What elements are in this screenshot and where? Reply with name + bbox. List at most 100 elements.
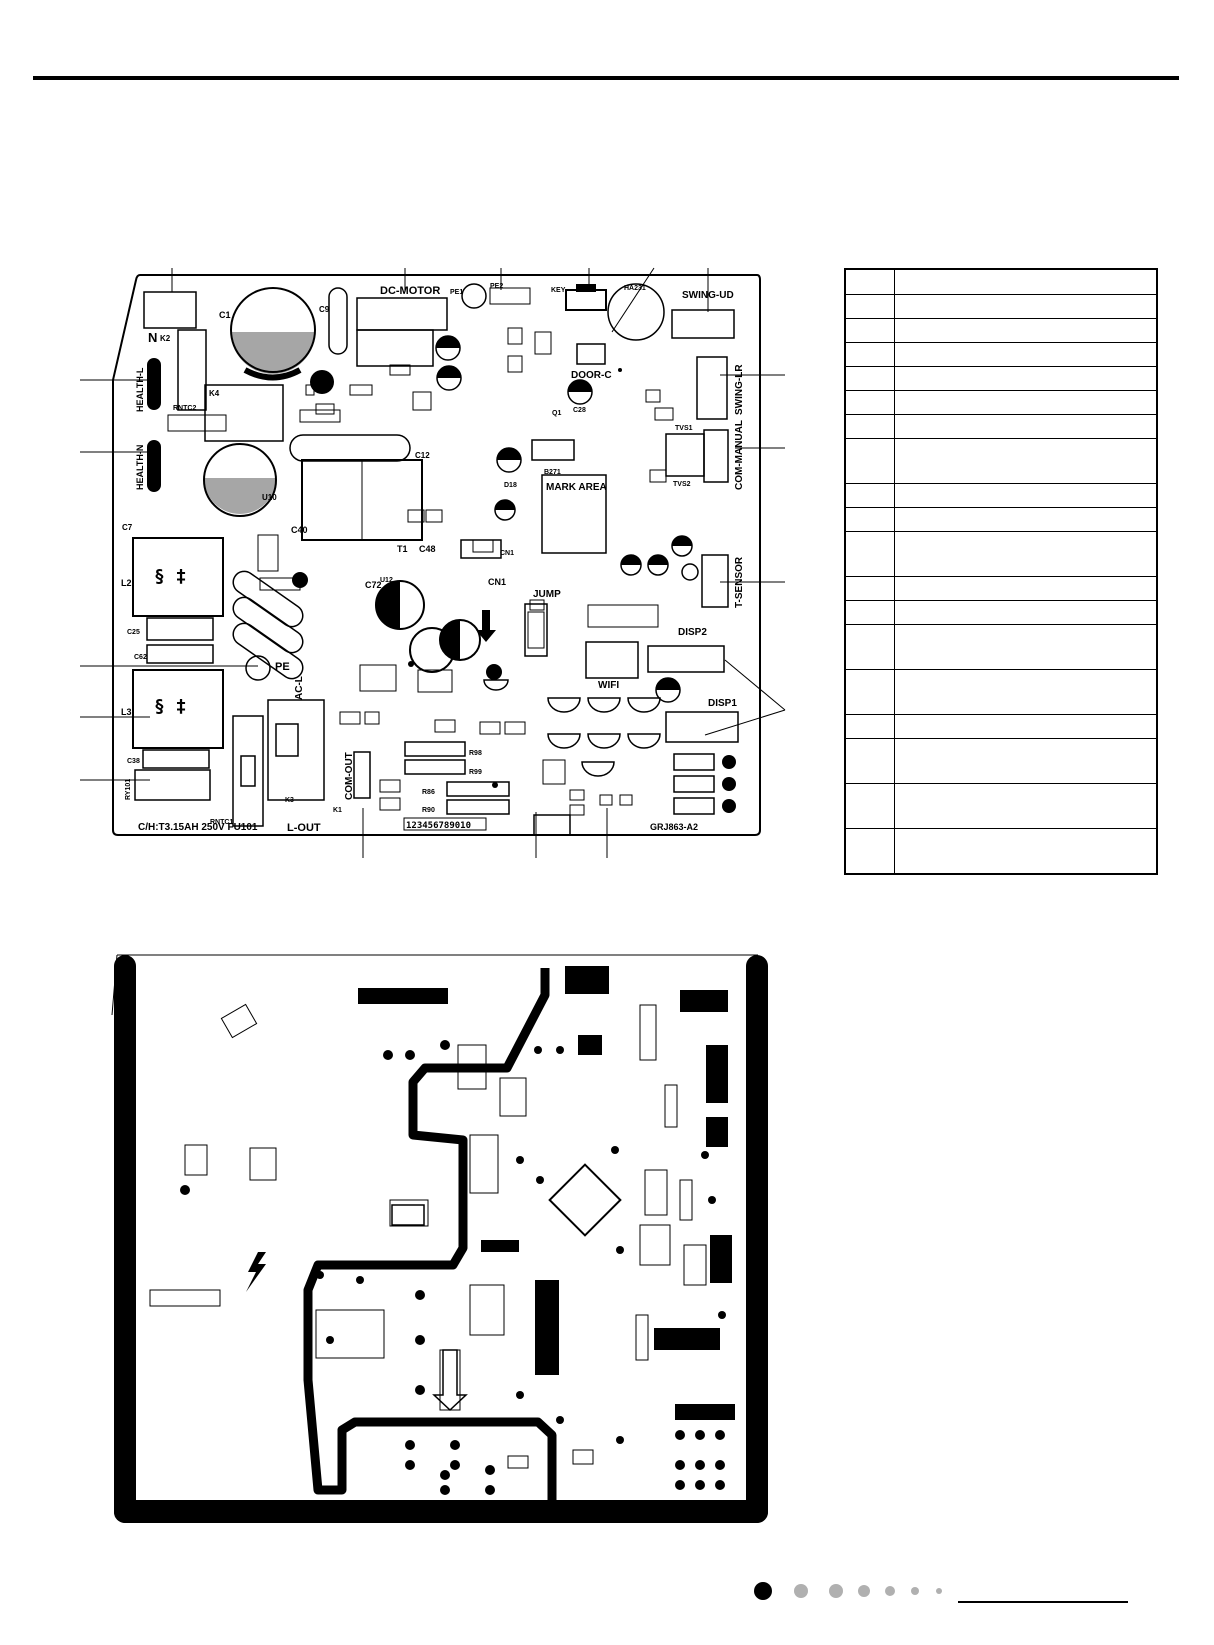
svg-text:L2: L2 <box>121 578 132 588</box>
svg-text:U12: U12 <box>380 577 393 584</box>
label-com-out: COM-OUT <box>344 752 355 800</box>
svg-text:C40: C40 <box>291 525 308 535</box>
footer-rule <box>958 1601 1128 1603</box>
label-digit-strip: 123456789010 <box>406 821 471 831</box>
label-model: GRJ863-A2 <box>650 822 698 832</box>
legend-row <box>844 600 1158 625</box>
label-disp2: DISP2 <box>678 627 707 638</box>
legend-row <box>844 483 1158 508</box>
svg-text:C72: C72 <box>365 580 382 590</box>
svg-text:R90: R90 <box>422 807 435 814</box>
svg-text:R98: R98 <box>469 750 482 757</box>
legend-number-cell <box>844 483 895 508</box>
svg-text:C1: C1 <box>219 310 231 320</box>
board-outline <box>112 274 761 836</box>
legend-description-cell <box>894 268 1158 295</box>
smd-rows <box>149 1003 707 1469</box>
page-dot <box>794 1584 808 1598</box>
legend-description-cell <box>894 294 1158 319</box>
legend-row <box>844 624 1158 670</box>
legend-row <box>844 669 1158 715</box>
page-dot <box>829 1584 843 1598</box>
label-n: N <box>148 330 157 345</box>
svg-text:RNTC2: RNTC2 <box>173 405 196 412</box>
pcb-top-view: N K2 C1 C9 DC-MOTOR PE1 PE2 KEY HA231 SW… <box>80 267 786 858</box>
legend-table <box>844 268 1158 875</box>
legend-number-cell <box>844 318 895 343</box>
svg-text:L3: L3 <box>121 707 132 717</box>
legend-number-cell <box>844 714 895 739</box>
legend-row <box>844 268 1158 295</box>
legend-row <box>844 366 1158 391</box>
legend-description-cell <box>894 414 1158 439</box>
legend-description-cell <box>894 318 1158 343</box>
label-dc-motor: DC-MOTOR <box>380 285 440 297</box>
legend-row <box>844 531 1158 577</box>
svg-text:RNTC1: RNTC1 <box>210 819 233 826</box>
legend-row <box>844 576 1158 601</box>
svg-text:B271: B271 <box>544 469 561 476</box>
svg-text:Q1: Q1 <box>552 410 561 417</box>
svg-text:PE2: PE2 <box>490 283 503 290</box>
label-swing-lr: SWING-LR <box>734 364 745 415</box>
svg-text:TVS2: TVS2 <box>673 481 691 488</box>
page-dot <box>911 1587 919 1595</box>
svg-text:K1: K1 <box>333 807 342 814</box>
legend-row <box>844 318 1158 343</box>
label-door-c: DOOR-C <box>571 370 612 381</box>
svg-text:§ ‡: § ‡ <box>154 696 187 717</box>
legend-description-cell <box>894 600 1158 625</box>
legend-description-cell <box>894 669 1158 715</box>
pcb-bottom-view <box>111 954 768 1523</box>
legend-number-cell <box>844 366 895 391</box>
page-dot-active <box>754 1582 772 1600</box>
legend-description-cell <box>894 738 1158 784</box>
page-dot <box>858 1585 870 1597</box>
legend-description-cell <box>894 714 1158 739</box>
label-pe: PE <box>275 661 290 673</box>
label-swing-ud: SWING-UD <box>682 290 734 301</box>
legend-description-cell <box>894 828 1158 875</box>
legend-number-cell <box>844 294 895 319</box>
svg-text:C9: C9 <box>319 305 330 314</box>
legend-number-cell <box>844 669 895 715</box>
label-wifi: WIFI <box>598 680 619 691</box>
page-dot <box>885 1586 895 1596</box>
svg-text:HA231: HA231 <box>624 285 646 292</box>
svg-text:K3: K3 <box>285 797 294 804</box>
legend-description-cell <box>894 342 1158 367</box>
legend-number-cell <box>844 438 895 484</box>
label-com-manual: COM-MANUAL <box>734 420 745 490</box>
legend-row <box>844 738 1158 784</box>
svg-text:PE1: PE1 <box>450 289 463 296</box>
legend-number-cell <box>844 624 895 670</box>
legend-description-cell <box>894 390 1158 415</box>
legend-description-cell <box>894 531 1158 577</box>
svg-text:C38: C38 <box>127 758 140 765</box>
svg-text:RY101: RY101 <box>125 779 132 800</box>
label-t-sensor: T-SENSOR <box>734 556 745 608</box>
svg-text:R99: R99 <box>469 769 482 776</box>
legend-number-cell <box>844 390 895 415</box>
svg-text:K2: K2 <box>160 334 171 343</box>
svg-text:C7: C7 <box>122 523 133 532</box>
legend-number-cell <box>844 738 895 784</box>
legend-description-cell <box>894 438 1158 484</box>
legend-row <box>844 507 1158 532</box>
legend-number-cell <box>844 600 895 625</box>
svg-text:TVS1: TVS1 <box>675 425 693 432</box>
legend-number-cell <box>844 576 895 601</box>
legend-row <box>844 342 1158 367</box>
legend-row <box>844 414 1158 439</box>
legend-row <box>844 390 1158 415</box>
label-disp1: DISP1 <box>708 698 737 709</box>
svg-text:C12: C12 <box>415 451 430 460</box>
svg-text:§ ‡: § ‡ <box>154 566 187 587</box>
legend-description-cell <box>894 576 1158 601</box>
legend-description-cell <box>894 624 1158 670</box>
svg-text:CN1: CN1 <box>488 577 506 587</box>
legend-row <box>844 828 1158 875</box>
transistor-row <box>483 679 661 777</box>
legend-row <box>844 294 1158 319</box>
legend-number-cell <box>844 268 895 295</box>
